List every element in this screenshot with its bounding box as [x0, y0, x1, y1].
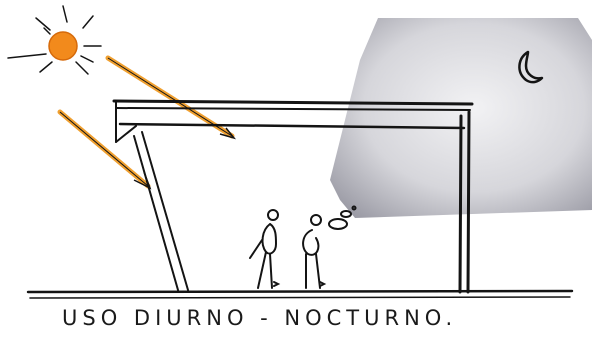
right-column — [458, 110, 471, 294]
person-figure — [249, 209, 281, 289]
sun-icon — [7, 5, 102, 75]
ground-line — [26, 289, 574, 299]
crescent-moon-icon — [518, 50, 544, 84]
person-figure — [302, 205, 357, 289]
diagram-caption: USO DIURNO - NOCTURNO. — [62, 306, 458, 330]
slanted-support — [133, 131, 189, 291]
sun-ray-upper — [105, 55, 237, 140]
roof-structure — [112, 99, 474, 143]
